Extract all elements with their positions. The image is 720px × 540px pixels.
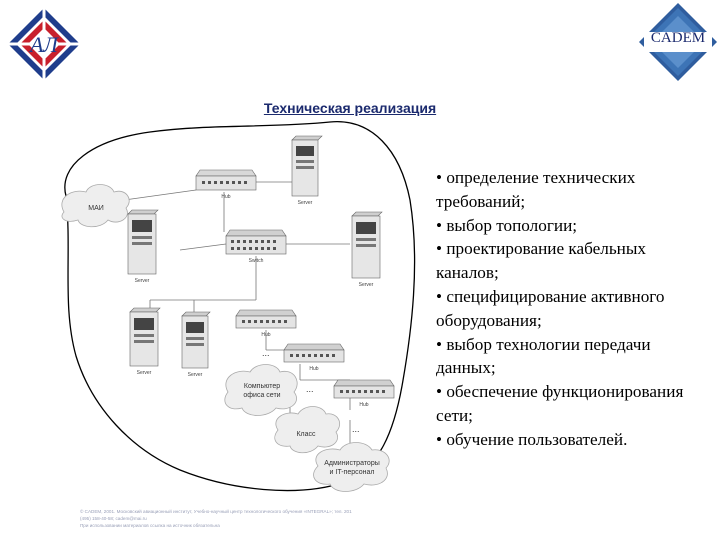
server-left-icon: Server: [127, 209, 159, 284]
cloud-admins-label-2: и IT-персонал: [330, 469, 375, 476]
svg-text:Server: Server: [188, 372, 203, 378]
svg-text:Hub: Hub: [221, 194, 230, 200]
cloud-admins: Администраторы и IT-персонал: [313, 442, 390, 492]
hub-middle-icon: Hub: [235, 309, 297, 338]
cadem-diamond-logo-icon: [639, 3, 717, 81]
server-right-icon: Server: [351, 211, 383, 288]
cloud-klass: Класс: [274, 406, 340, 454]
cloud-admins-label-1: Администраторы: [324, 460, 380, 467]
bullet-item-3: • проектирование кабельных каналов;: [436, 239, 647, 283]
bullet-item-7: • обучение пользователей.: [436, 429, 628, 449]
svg-text:МАИ: МАИ: [88, 205, 104, 212]
footer-line-2: (495) 158-40-58; cadem@mai.ru: [80, 516, 147, 521]
footer: © CADEM, 2001. Московский авиационный ин…: [80, 508, 500, 529]
svg-text:Hub: Hub: [309, 366, 318, 372]
cloud-office-label-1: Компьютер: [244, 383, 280, 390]
cloud-office-label-2: офиса сети: [243, 392, 280, 399]
svg-text:Hub: Hub: [261, 332, 270, 338]
bullet-item-1: • определение технических требований;: [436, 168, 636, 211]
bullet-item-4: • специфицирование активного оборудовани…: [436, 286, 665, 330]
hub-top-icon: Hub: [195, 169, 257, 200]
network-boundary: [64, 121, 416, 492]
bullet-item-6: • обеспечение функционирования сети;: [436, 382, 684, 425]
hub-low-icon: Hub: [333, 379, 395, 408]
switch-icon: Switch: [225, 229, 287, 264]
cloud-office: Компьютер офиса сети: [224, 364, 298, 416]
footer-line-1: © CADEM, 2001. Московский авиационный ин…: [80, 509, 352, 514]
svg-text:АЛ: АЛ: [28, 32, 59, 57]
svg-text:Server: Server: [137, 370, 152, 376]
ellipsis-1: ...: [262, 348, 270, 358]
svg-text:Server: Server: [298, 200, 313, 206]
svg-text:Hub: Hub: [359, 402, 368, 408]
cloud-mai: МАИ: [61, 184, 130, 228]
al-diamond-logo-icon: АЛ: [8, 8, 80, 80]
bullet-item-2: • выбор топологии;: [436, 215, 578, 235]
svg-text:Switch: Switch: [249, 258, 264, 264]
cadem-logo-text: CADEM: [650, 30, 706, 46]
bullet-item-5: • выбор технологии передачи данных;: [436, 334, 651, 378]
workstation-middle-icon: Server: [181, 311, 211, 378]
svg-text:Server: Server: [135, 278, 150, 284]
bullet-list: • определение технических требований; • …: [436, 166, 706, 452]
slide-title: Техническая реализация: [263, 100, 437, 116]
hub-middle2-icon: Hub: [283, 343, 345, 372]
svg-text:Server: Server: [359, 282, 374, 288]
ellipsis-3: ...: [352, 424, 360, 434]
workstation-left-icon: Server: [129, 307, 161, 376]
server-top-icon: Server: [291, 135, 323, 206]
footer-line-3: При использовании материалов ссылка на и…: [80, 523, 220, 528]
ellipsis-2: ...: [306, 384, 314, 394]
svg-text:Класс: Класс: [296, 431, 316, 438]
